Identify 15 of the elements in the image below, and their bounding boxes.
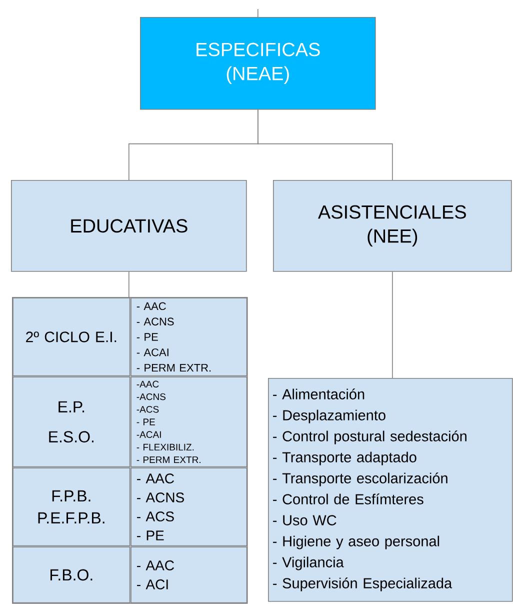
table-cell: -AAC -ACNS -ACS - PE -ACAI - FLEXIBILIZ. - PERM EXTR. bbox=[130, 376, 248, 468]
table-cell: - AAC - ACI bbox=[130, 546, 248, 604]
category-box: ESPECIFICAS (NEAE) bbox=[140, 17, 376, 110]
category-box: EDUCATIVAS bbox=[11, 180, 247, 272]
category-box: ASISTENCIALES (NEE) bbox=[273, 180, 512, 272]
table-cell: F.B.O. bbox=[12, 546, 130, 604]
table-cell: - AAC - ACNS - PE - ACAI - PERM EXTR. bbox=[130, 298, 248, 376]
connector-line bbox=[258, 109, 393, 180]
connector-line bbox=[128, 271, 130, 298]
table-cell: F.P.B. P.E.F.P.B. bbox=[12, 468, 130, 546]
connector-line bbox=[392, 271, 393, 378]
list-box: - Alimentación - Desplazamiento - Control postural sedestación - Transporte adaptado - Transporte escolarización - Control de Esfímteres - Uso WC - Higiene y aseo personal - Vigilancia - Supervisión Especializada bbox=[268, 378, 513, 602]
table-cell: - AAC - ACNS - ACS - PE bbox=[130, 468, 248, 546]
table-cell: E.P. E.S.O. bbox=[12, 376, 130, 468]
table-cell: 2º CICLO E.I. bbox=[12, 298, 130, 376]
